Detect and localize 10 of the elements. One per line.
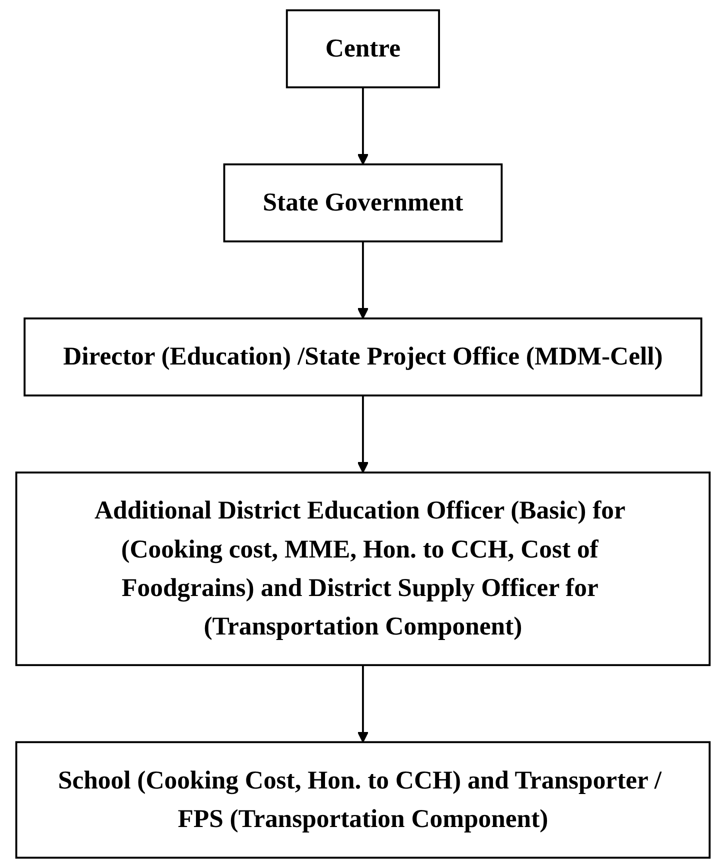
node-box xyxy=(286,9,440,88)
arrow xyxy=(357,665,369,743)
flowchart: Centre State Government Director (Education) /State Project Office (MDM-Cell) Additional District Education Officer (Basic) for (Cooking cost, MME, Hon. to CCH, Cost of Foodgrains) and District Supply Officer for (Transportation Component) School (Cooking Cost, Hon. to CCH) and Transporter / FPS (Transportation Component) xyxy=(6,0,720,868)
arrow xyxy=(357,395,369,474)
node-box xyxy=(15,741,711,859)
node-box xyxy=(223,163,503,242)
arrow xyxy=(357,241,369,319)
node-box xyxy=(24,317,702,396)
node-box xyxy=(15,472,711,666)
arrow xyxy=(357,87,369,165)
